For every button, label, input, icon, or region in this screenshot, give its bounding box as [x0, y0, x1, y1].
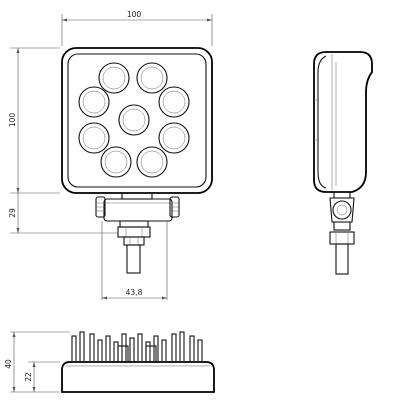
- front-housing-inner: [67, 53, 207, 188]
- led-1: [98, 62, 130, 94]
- dim-front-height: 100: [8, 113, 17, 128]
- led-2: [136, 62, 168, 94]
- led-9: [136, 146, 168, 178]
- side-lens: [317, 55, 327, 189]
- led-3: [78, 86, 110, 118]
- led-8: [100, 146, 132, 178]
- front-bolt: [117, 220, 151, 274]
- rear-dimensions: 40 22: [4, 331, 70, 393]
- front-bracket: [95, 196, 180, 222]
- dim-rear-base-height: 22: [24, 372, 33, 382]
- front-housing-outer: [61, 47, 213, 194]
- cooling-fins: [71, 331, 203, 363]
- rear-view: [61, 331, 215, 393]
- dim-bracket-height: 29: [8, 208, 17, 218]
- side-mount: [329, 191, 355, 275]
- led-6: [78, 122, 110, 154]
- dim-rear-height: 40: [4, 359, 13, 369]
- side-view: [313, 51, 373, 275]
- side-housing: [313, 51, 373, 193]
- front-dimensions: 100 100 29 43,8: [8, 10, 213, 300]
- led-4: [158, 86, 190, 118]
- dim-front-width: 100: [127, 10, 142, 19]
- led-5: [118, 104, 150, 136]
- led-array: [78, 62, 190, 178]
- led-7: [158, 122, 190, 154]
- rear-base: [61, 361, 215, 393]
- front-view: [61, 47, 213, 274]
- dim-bolt-spacing: 43,8: [126, 288, 143, 297]
